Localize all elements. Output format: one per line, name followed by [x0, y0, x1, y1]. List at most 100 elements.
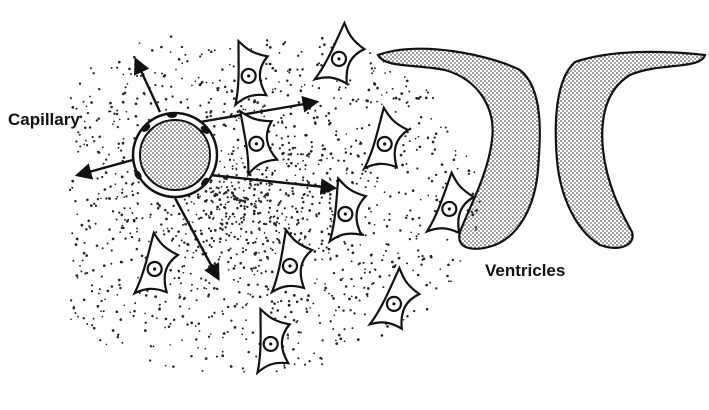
- stipple-dot: [264, 232, 266, 234]
- stipple-dot: [349, 103, 351, 105]
- stipple-dot: [71, 106, 74, 109]
- stipple-dot: [265, 176, 267, 178]
- stipple-dot: [448, 280, 450, 282]
- stipple-dot: [210, 98, 212, 100]
- stipple-dot: [127, 219, 129, 221]
- neuron-nucleolus: [288, 264, 291, 267]
- stipple-dot: [417, 97, 420, 100]
- stipple-dot: [336, 80, 338, 82]
- stipple-dot: [197, 288, 199, 290]
- stipple-dot: [115, 198, 117, 200]
- stipple-dot: [283, 114, 285, 116]
- stipple-dot: [359, 141, 361, 143]
- stipple-dot: [83, 101, 85, 103]
- stipple-dot: [277, 301, 279, 303]
- stipple-dot: [268, 211, 270, 213]
- stipple-dot: [285, 219, 287, 221]
- stipple-dot: [113, 112, 115, 114]
- stipple-dot: [70, 299, 72, 301]
- stipple-dot: [453, 159, 456, 162]
- stipple-dot: [429, 282, 431, 284]
- stipple-dot: [435, 132, 438, 135]
- stipple-dot: [242, 328, 244, 330]
- stipple-dot: [97, 117, 100, 120]
- stipple-dot: [370, 211, 372, 213]
- stipple-dot: [101, 176, 103, 178]
- stipple-dot: [298, 240, 300, 242]
- stipple-dot: [348, 298, 351, 301]
- stipple-dot: [239, 277, 241, 279]
- stipple-dot: [406, 215, 408, 217]
- stipple-dot: [284, 367, 286, 369]
- stipple-dot: [123, 74, 125, 76]
- stipple-dot: [406, 262, 408, 264]
- stipple-dot: [335, 255, 338, 258]
- stipple-dot: [123, 156, 126, 159]
- stipple-dot: [266, 199, 268, 201]
- stipple-dot: [381, 103, 383, 105]
- stipple-dot: [339, 86, 341, 88]
- stipple-dot: [230, 197, 232, 199]
- stipple-dot: [357, 98, 359, 100]
- stipple-dot: [170, 86, 172, 88]
- stipple-dot: [116, 113, 118, 115]
- stipple-dot: [221, 219, 223, 221]
- stipple-dot: [190, 273, 192, 275]
- stipple-dot: [301, 86, 303, 88]
- stipple-dot: [287, 158, 289, 160]
- stipple-dot: [412, 270, 414, 272]
- stipple-dot: [231, 185, 233, 187]
- stipple-dot: [426, 308, 429, 311]
- stipple-dot: [213, 312, 215, 314]
- stipple-dot: [243, 166, 246, 169]
- stipple-dot: [201, 217, 203, 219]
- stipple-dot: [120, 150, 122, 152]
- stipple-dot: [191, 284, 193, 286]
- stipple-dot: [389, 71, 391, 73]
- stipple-dot: [200, 230, 202, 232]
- stipple-dot: [411, 218, 414, 221]
- stipple-dot: [415, 138, 417, 140]
- stipple-dot: [163, 75, 166, 78]
- stipple-dot: [148, 241, 150, 243]
- stipple-dot: [314, 259, 316, 261]
- stipple-dot: [406, 80, 409, 83]
- stipple-dot: [321, 196, 323, 198]
- stipple-dot: [434, 136, 436, 138]
- stipple-dot: [240, 235, 242, 237]
- stipple-dot: [314, 122, 317, 125]
- stipple-dot: [435, 174, 437, 176]
- stipple-dot: [135, 217, 137, 219]
- stipple-dot: [306, 100, 308, 102]
- stipple-dot: [136, 248, 138, 250]
- stipple-dot: [319, 46, 321, 48]
- stipple-dot: [408, 105, 410, 107]
- stipple-dot: [195, 250, 197, 252]
- stipple-dot: [196, 299, 198, 301]
- stipple-dot: [210, 212, 213, 215]
- stipple-dot: [245, 231, 247, 233]
- stipple-dot: [329, 225, 332, 228]
- stipple-dot: [361, 163, 363, 165]
- stipple-dot: [374, 67, 376, 69]
- stipple-dot: [243, 219, 245, 221]
- stipple-dot: [318, 62, 320, 64]
- stipple-dot: [181, 78, 183, 80]
- stipple-dot: [118, 143, 120, 145]
- stipple-dot: [296, 300, 299, 303]
- stipple-dot: [238, 117, 240, 119]
- stipple-dot: [141, 217, 143, 219]
- stipple-dot: [297, 342, 299, 344]
- stipple-dot: [91, 324, 93, 326]
- stipple-dot: [388, 213, 390, 215]
- stipple-dot: [223, 193, 225, 195]
- stipple-dot: [93, 318, 95, 320]
- stipple-dot: [236, 163, 238, 165]
- stipple-dot: [236, 303, 238, 305]
- stipple-dot: [145, 294, 148, 297]
- stipple-dot: [360, 244, 362, 246]
- stipple-dot: [263, 116, 265, 118]
- stipple-dot: [173, 277, 175, 279]
- stipple-dot: [219, 241, 221, 243]
- stipple-dot: [430, 118, 432, 120]
